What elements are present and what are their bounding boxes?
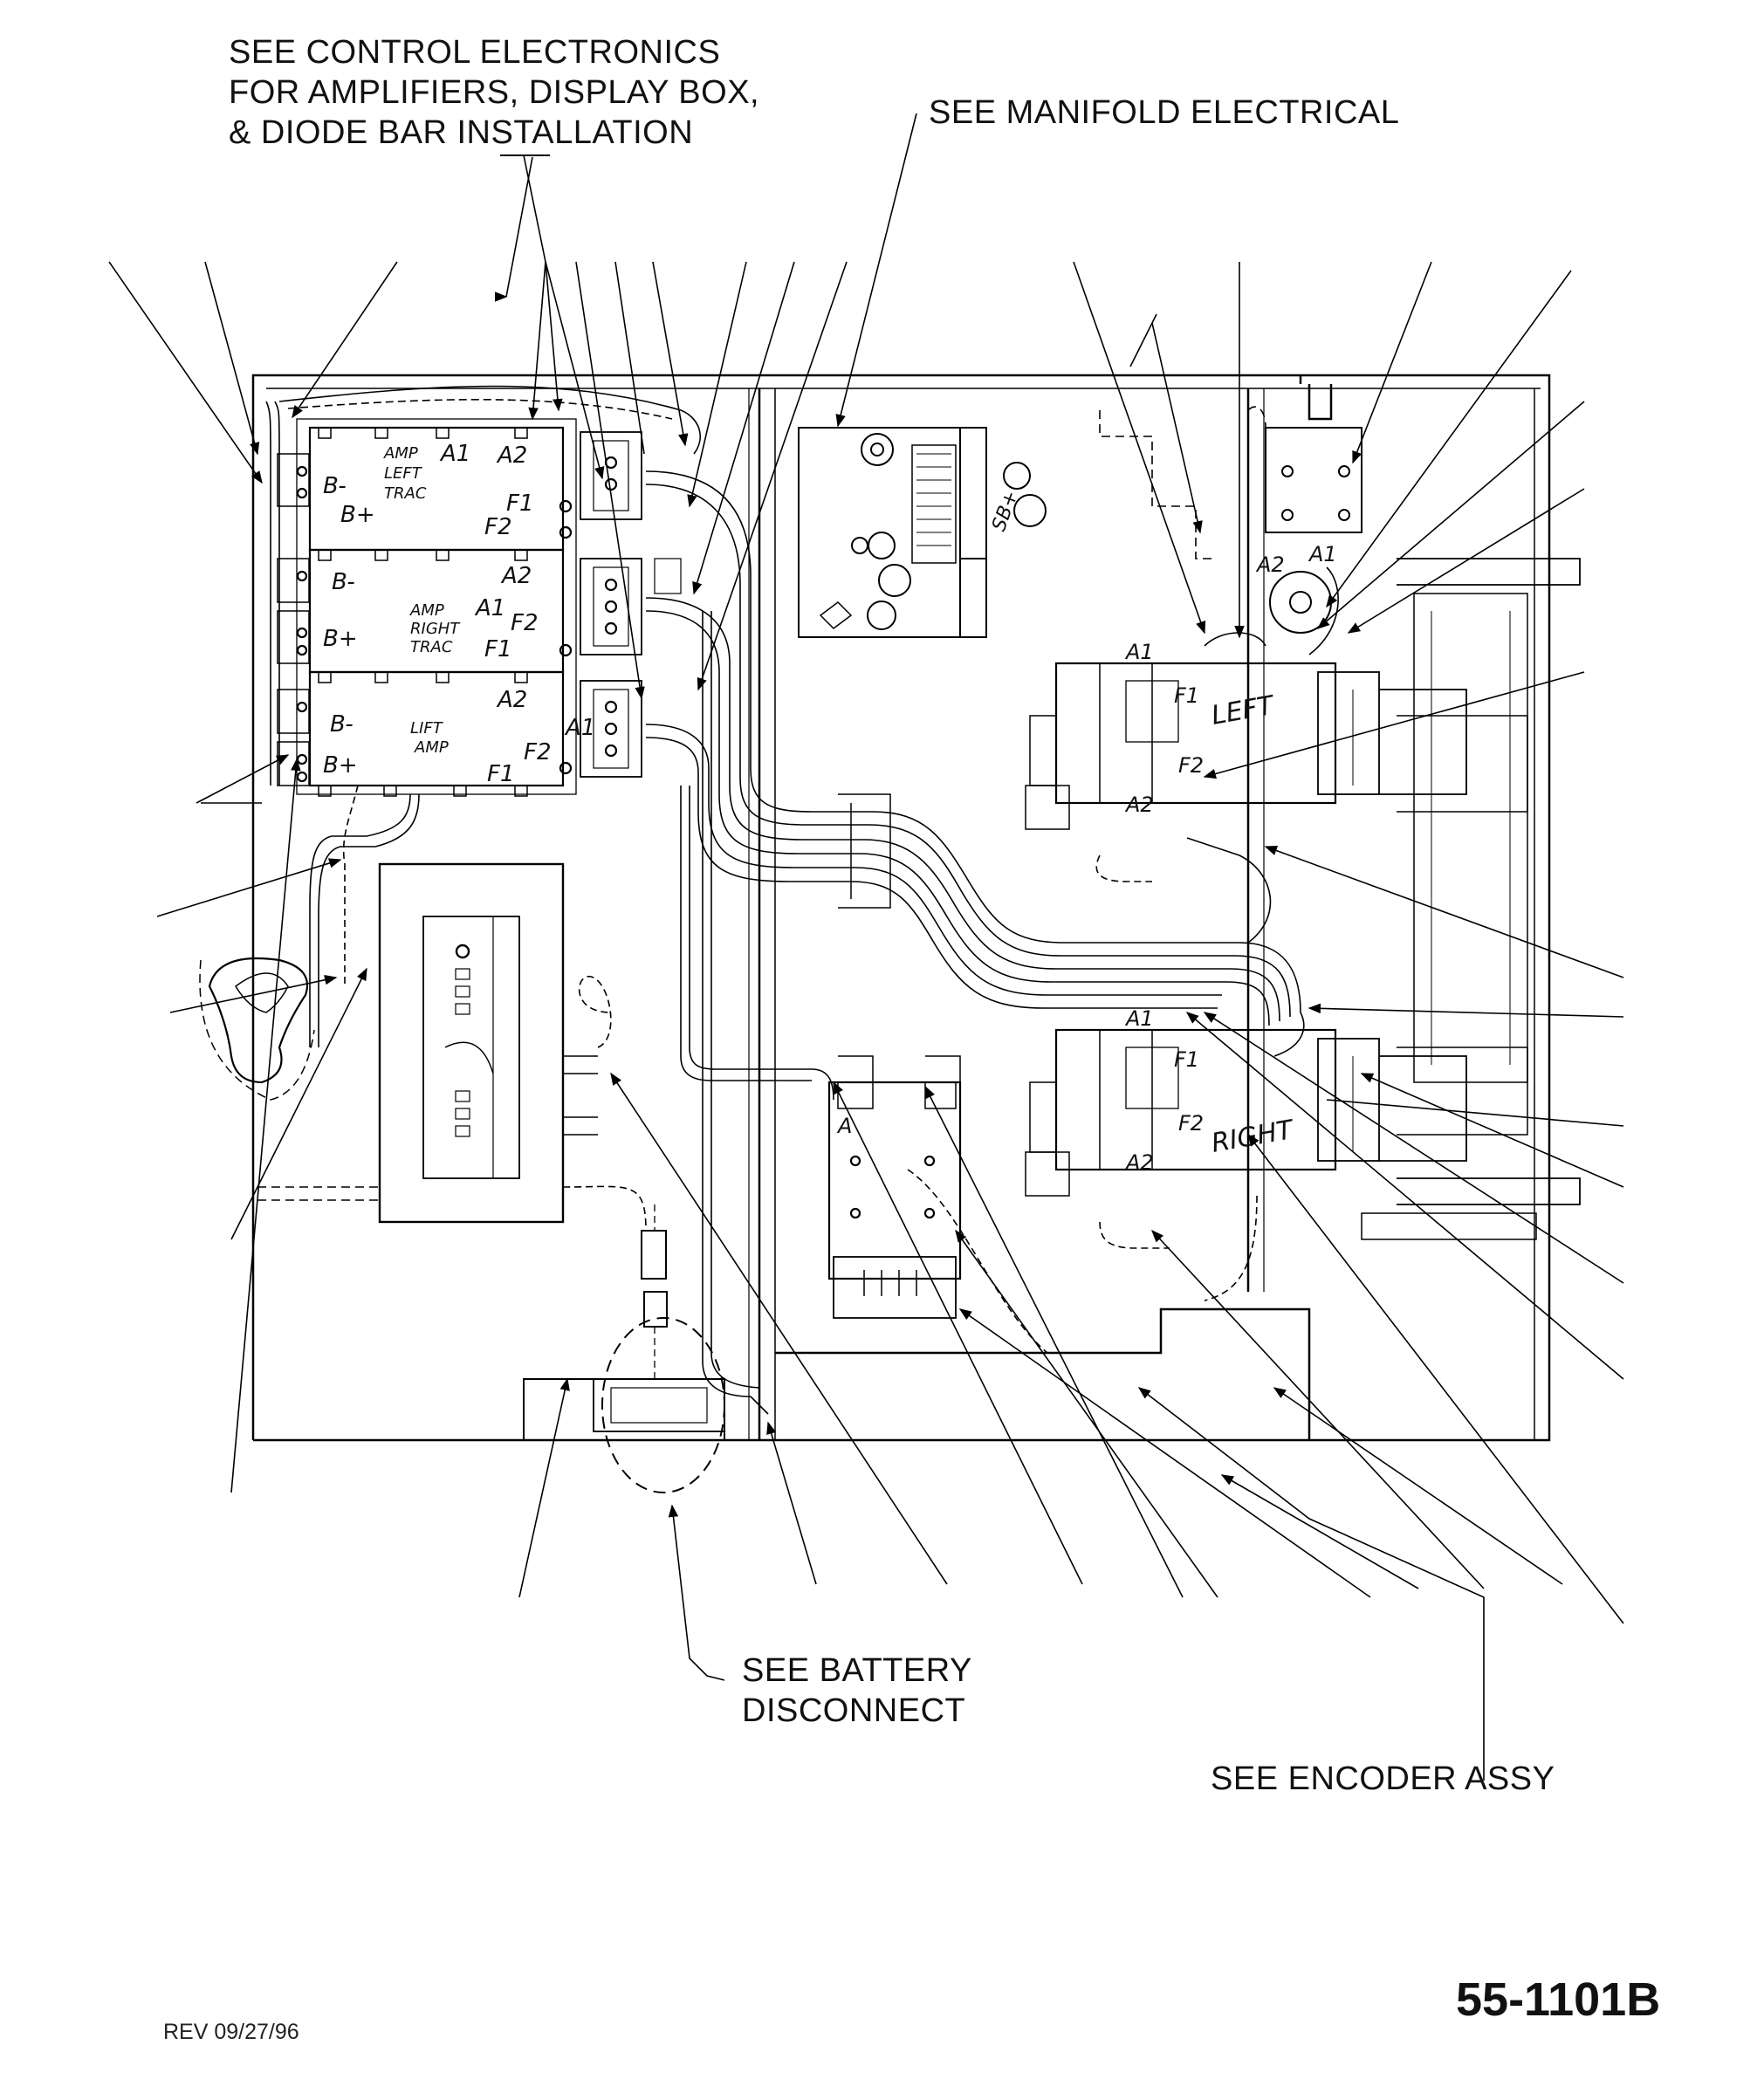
right-motor-label: RIGHT [1209,1115,1297,1159]
terminal-a2-3: A2 [496,687,527,713]
encoder-a2: A2 [1255,552,1285,577]
left-motor-f1: F1 [1174,683,1199,708]
pump-contactor [827,1055,962,1319]
terminal-f2-2: F2 [511,610,539,636]
left-motor-label: LEFT [1209,690,1278,731]
right-drive-motor [1025,1028,1467,1197]
terminal-f1-1: F1 [506,491,534,517]
motor-labels: LEFT RIGHT A1 F1 F2 A2 A1 F1 F2 A2 A2 A1 [1124,542,1337,1175]
terminal-f2-3: F2 [524,739,552,765]
callout-encoder-assy: SEE ENCODER ASSY [1211,1759,1555,1799]
right-motor-a2: A2 [1124,1150,1154,1175]
callout-control-electronics-line-1: SEE CONTROL ELECTRONICS [229,34,721,71]
amp-labels: AMP LEFT TRAC AMP RIGHT TRAC LIFT AMP B-… [323,441,595,787]
manifold [798,427,1047,638]
terminal-a1-1: A1 [439,441,470,467]
terminal-b-plus-3: B+ [323,752,358,779]
callout-encoder-assy-text: SEE ENCODER ASSY [1211,1760,1555,1797]
amp-left-trac-label-3: TRAC [384,484,427,503]
amp-right-trac-label-1: AMP [409,601,444,620]
terminal-f1-3: F1 [487,761,515,787]
amp-left-trac-label-2: LEFT [384,464,423,483]
revision-date: REV 09/27/96 [163,2020,299,2044]
manifold-sb-plus-label: SB+ [988,488,1023,534]
leader-lines [108,113,1624,1781]
drawing-number: 55-1101B [1456,1973,1661,2026]
terminal-a2-1: A2 [496,443,527,469]
terminal-b-minus-1: B- [323,473,347,499]
callout-battery-disconnect: SEE BATTERY DISCONNECT [742,1650,972,1731]
terminal-b-minus-2: B- [332,569,355,595]
terminal-a2-2: A2 [500,563,532,589]
right-motor-a1: A1 [1124,1006,1154,1031]
encoder-a1: A1 [1308,542,1337,566]
pump-contactor-a-label: A [836,1114,852,1138]
callout-manifold-electrical-text: SEE MANIFOLD ELECTRICAL [929,94,1400,131]
display-box [378,862,565,1224]
callout-control-electronics: SEE CONTROL ELECTRONICS FOR AMPLIFIERS, … [229,32,759,153]
operator-handle [199,957,315,1101]
right-motor-f1: F1 [1174,1047,1199,1072]
left-drive-motor [1025,662,1467,830]
callout-control-electronics-line-3: & DIODE BAR INSTALLATION [229,114,694,151]
callout-battery-disconnect-line-2: DISCONNECT [742,1692,966,1729]
left-motor-a1: A1 [1124,640,1154,664]
terminal-b-minus-3: B- [330,711,353,738]
terminal-f2-1: F2 [484,514,512,540]
amp-right-trac-label-2: RIGHT [410,620,461,638]
lift-amp-label-1: LIFT [410,719,444,738]
terminal-a1-3: A1 [564,715,595,741]
lift-amp-label-2: AMP [414,738,449,757]
battery-disconnect [593,1204,725,1493]
terminal-b-plus-2: B+ [323,626,358,652]
amp-right-trac-label-3: TRAC [410,638,453,656]
amp-left-trac-label-1: AMP [383,444,418,463]
callout-manifold-electrical: SEE MANIFOLD ELECTRICAL [929,93,1399,133]
right-motor-f2: F2 [1178,1111,1204,1136]
cable-harness [257,385,1339,1415]
left-motor-a2: A2 [1124,793,1154,817]
callout-control-electronics-line-2: FOR AMPLIFIERS, DISPLAY BOX, [229,74,760,111]
chassis-outline [251,374,1551,1442]
terminal-a1-2: A1 [474,595,505,621]
callout-battery-disconnect-line-1: SEE BATTERY [742,1652,972,1689]
terminal-b-plus-1: B+ [340,502,375,528]
terminal-f1-2: F1 [484,636,512,662]
left-motor-f2: F2 [1178,753,1204,778]
